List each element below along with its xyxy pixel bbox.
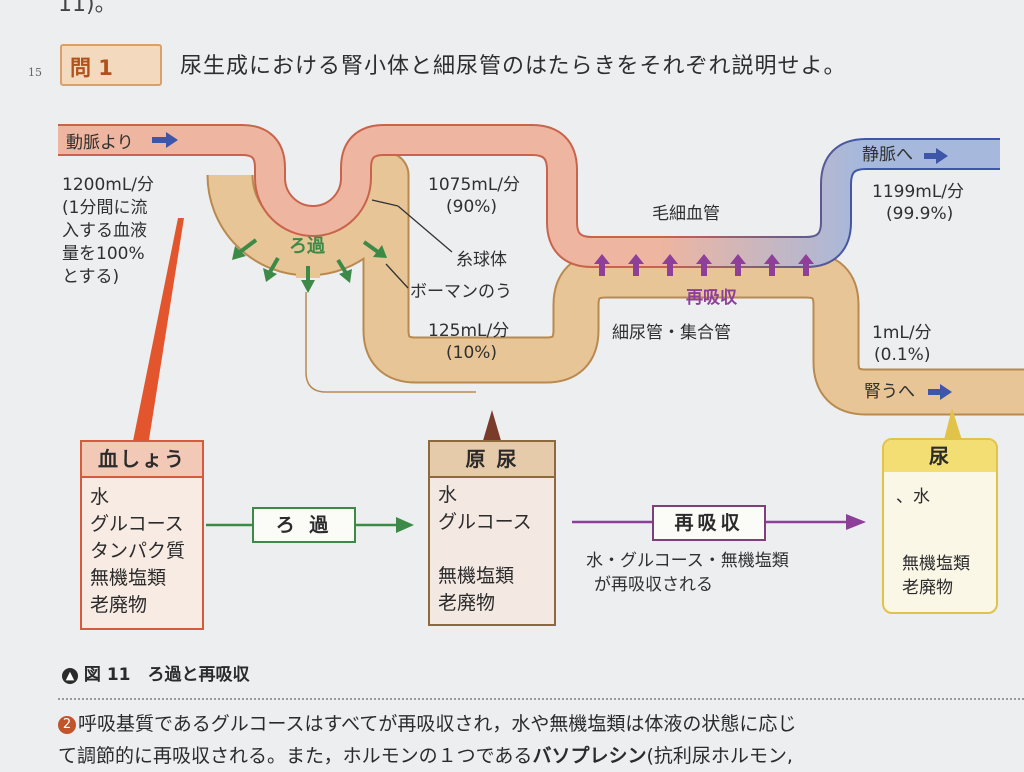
primary-urine-box: 原 尿 水 グルコース 無機塩類 老廃物 xyxy=(428,440,556,626)
filtration-arrows xyxy=(232,238,387,293)
plasma-items: 水 グルコース タンパク質 無機塩類 老廃物 xyxy=(90,486,186,616)
primary-urine-title: 原 尿 xyxy=(430,442,554,478)
paragraph-line-1: 呼吸基質であるグルコースはすべてが再吸収され，水や無機塩類は体液の状態に応じ xyxy=(78,713,797,735)
reabsorption-note-1: 水・グルコース・無機塩類 xyxy=(586,551,789,571)
caption-text: 図 11 ろ過と再吸収 xyxy=(83,665,250,685)
question-label: 問 1 xyxy=(70,56,113,80)
figure-caption: ▲ 図 11 ろ過と再吸収 xyxy=(62,660,250,685)
filtration-diagram-label: ろ過 xyxy=(289,236,325,257)
reabsorption-arrowhead xyxy=(846,514,866,530)
plasma-title: 血しょう xyxy=(82,442,202,478)
inflow-label: 1200mL/分(1分間に流入する血液量を100%とする) xyxy=(62,175,155,287)
blood-vessel xyxy=(58,124,1000,268)
glomerulus-label: 糸球体 xyxy=(456,250,507,270)
paragraph-line-2a: て調節的に再吸収される。また，ホルモンの１つである xyxy=(58,745,533,767)
primary-urine-items: 水 グルコース 無機塩類 老廃物 xyxy=(438,484,532,614)
filtration-arrowhead xyxy=(396,517,414,533)
primary-urine-pointer xyxy=(482,410,502,444)
capillary-flow-label: 1075mL/分(90%) xyxy=(428,175,521,217)
bowman-label: ボーマンのう xyxy=(410,282,512,302)
artery-label: 動脈より xyxy=(66,133,134,153)
urine-title: 尿 xyxy=(884,440,996,472)
question-text: 尿生成における腎小体と細尿管のはたらきをそれぞれ説明せよ。 xyxy=(180,54,847,79)
tubule-label: 細尿管・集合管 xyxy=(612,323,731,343)
paragraph-line-2c: (抗利尿ホルモン, xyxy=(646,745,793,767)
urine-water: 、水 xyxy=(896,487,930,507)
line-number: 15 xyxy=(28,66,42,79)
reabsorption-note-2: が再吸収される xyxy=(594,575,713,595)
filtration-tag: ろ 過 xyxy=(252,507,356,543)
previous-text-fragment: 11)。 xyxy=(58,0,117,17)
glomerulus-leader xyxy=(371,199,399,207)
urine-pointer xyxy=(944,408,962,440)
plasma-pointer xyxy=(132,218,184,446)
ureter-flow-arrow xyxy=(928,384,952,400)
vein-flow-label: 1199mL/分(99.9%) xyxy=(872,182,965,224)
paragraph-keyword: バソプレシン xyxy=(532,745,647,767)
vein-label: 静脈へ xyxy=(862,145,913,165)
urine-items: 無機塩類 老廃物 xyxy=(902,554,970,598)
capillary-label: 毛細血管 xyxy=(652,204,720,224)
glomerulus-leader-2 xyxy=(397,205,453,253)
reabsorption-tag: 再吸収 xyxy=(652,505,766,541)
reabsorption-arrows xyxy=(594,254,814,276)
reabsorption-diagram-label: 再吸収 xyxy=(686,288,737,308)
caption-up-icon: ▲ xyxy=(62,668,78,684)
urine-box: 尿 、水 無機塩類 老廃物 xyxy=(882,438,998,614)
paragraph-number: 2 xyxy=(58,716,76,734)
bowman-leader xyxy=(385,263,409,289)
urine-flow-label: 1mL/分(0.1%) xyxy=(872,323,932,365)
divider xyxy=(58,698,1024,700)
artery-flow-arrow xyxy=(152,132,178,148)
vein-flow-arrow xyxy=(924,148,948,164)
question-badge: 問 1 xyxy=(60,44,162,86)
primary-flow-label: 125mL/分(10%) xyxy=(428,321,510,363)
plasma-box: 血しょう 水 グルコース タンパク質 無機塩類 老廃物 xyxy=(80,440,204,630)
ureter-label: 腎うへ xyxy=(864,382,915,402)
tubule-path xyxy=(206,151,1024,416)
